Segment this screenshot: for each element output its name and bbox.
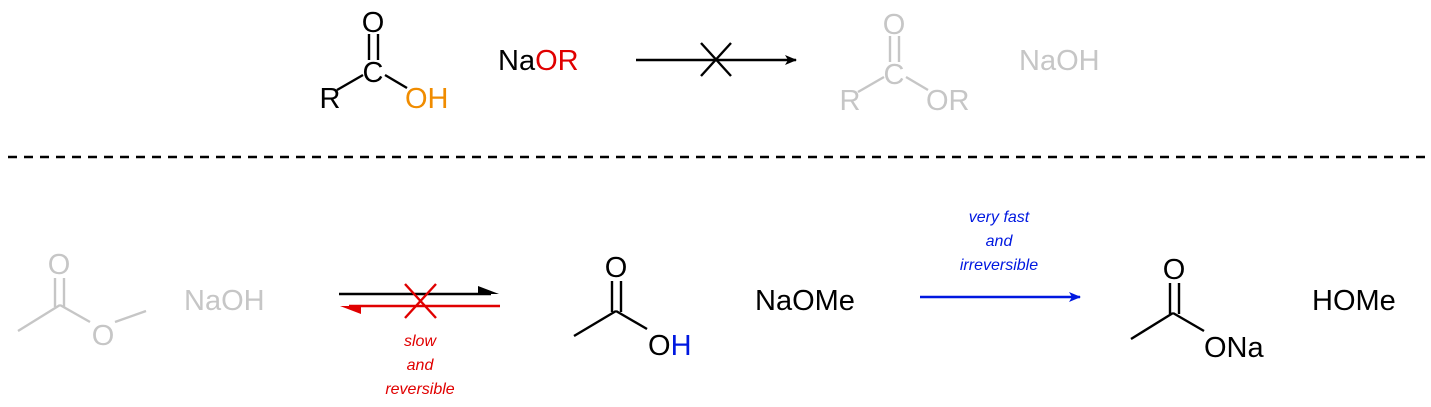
cross-mark-2 bbox=[700, 42, 732, 77]
svg-text:NaOR: NaOR bbox=[498, 45, 579, 77]
acid-methyl-c-bond bbox=[573, 309, 617, 338]
acid-c-oh-bond bbox=[615, 309, 648, 331]
ester-carbon-label: C bbox=[884, 59, 905, 91]
methoxide-base-label: NaOMe bbox=[755, 285, 855, 317]
sodium-acetate-structure: O ONa bbox=[1130, 254, 1265, 364]
alkoxide-label: OR bbox=[535, 45, 579, 77]
acetate-methyl-c-bond bbox=[1130, 311, 1174, 341]
ester-oxygen-label: O bbox=[92, 320, 115, 352]
salt-carbonyl-oxygen-label: O bbox=[1163, 254, 1186, 286]
ester-r-group-label: R bbox=[840, 85, 861, 117]
c-oh-bond bbox=[384, 73, 408, 90]
hydroxyl-label: OH bbox=[405, 83, 449, 115]
methyl-c-bond bbox=[17, 303, 61, 333]
hydroxide-base-label: NaOH bbox=[184, 285, 265, 317]
acidic-hydrogen-label: H bbox=[671, 330, 692, 362]
carboxylic-acid-structure: O C R OH bbox=[320, 7, 449, 115]
acid-carbonyl-oxygen-label: O bbox=[605, 252, 628, 284]
acid-oxygen-label: O bbox=[648, 330, 671, 362]
carbon-label: C bbox=[363, 57, 384, 89]
fast-note-line2: and bbox=[986, 233, 1014, 250]
equilibrium-arrows: slow and reversible bbox=[339, 283, 500, 398]
slow-note-line3: reversible bbox=[385, 381, 454, 398]
r-group-label: R bbox=[320, 83, 341, 115]
ester-c-o-bond bbox=[905, 75, 929, 92]
sodium-carboxylate-label: ONa bbox=[1204, 332, 1265, 364]
c-o-ester-bond bbox=[59, 303, 91, 324]
forward-half-arrowhead bbox=[478, 286, 499, 294]
methyl-acetate-structure: O O bbox=[17, 249, 147, 352]
acetic-acid-structure: O OH bbox=[573, 252, 692, 362]
ester-product-structure: O C R OR bbox=[840, 9, 970, 117]
svg-text:OH: OH bbox=[648, 330, 692, 362]
slow-note-line2: and bbox=[407, 357, 435, 374]
sodium-alkoxide-label: NaOR bbox=[498, 45, 579, 77]
salt-c-o-bond bbox=[1172, 311, 1205, 333]
sodium-hydroxide-byproduct: NaOH bbox=[1019, 45, 1100, 77]
ester-r-c-bond bbox=[857, 75, 885, 94]
fast-note-line1: very fast bbox=[969, 209, 1030, 226]
methanol-label: HOMe bbox=[1312, 285, 1396, 317]
reverse-half-arrowhead bbox=[340, 306, 361, 314]
ester-carbonyl-oxygen-label: O bbox=[883, 9, 906, 41]
equilibrium-cross-2 bbox=[404, 283, 437, 319]
sodium-label: Na bbox=[498, 45, 536, 77]
fast-note-line3: irreversible bbox=[960, 257, 1038, 274]
slow-note-line1: slow bbox=[404, 333, 437, 350]
acetate-carbonyl-oxygen-label: O bbox=[48, 249, 71, 281]
fast-irreversible-arrow: very fast and irreversible bbox=[920, 209, 1081, 302]
o-methyl-bond bbox=[114, 309, 147, 324]
blocked-reaction-arrow bbox=[636, 42, 797, 77]
ester-alkoxy-label: OR bbox=[926, 85, 970, 117]
r-c-bond bbox=[336, 73, 364, 92]
carbonyl-oxygen-label: O bbox=[362, 7, 385, 39]
